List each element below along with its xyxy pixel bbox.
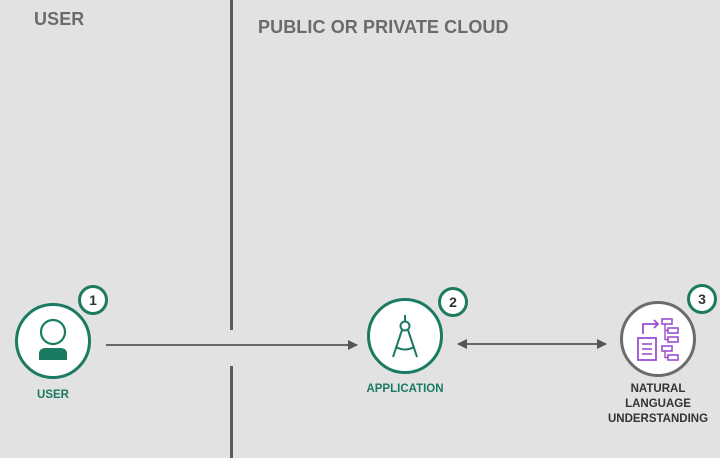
step-badge-1: 1 bbox=[78, 285, 108, 315]
zone-label-cloud: PUBLIC OR PRIVATE CLOUD bbox=[258, 17, 509, 37]
nlu-label-line-3: UNDERSTANDING bbox=[607, 413, 709, 425]
compass-icon bbox=[392, 315, 418, 358]
application-node-label: APPLICATION bbox=[366, 383, 444, 395]
nlu-node-label: NATURAL LANGUAGE UNDERSTANDING bbox=[598, 382, 718, 427]
document-flow-icon bbox=[637, 318, 679, 361]
zone-label-user: USER bbox=[34, 9, 85, 29]
zone-divider-bottom bbox=[230, 366, 233, 458]
nlu-node[interactable] bbox=[620, 301, 696, 377]
zone-divider-top bbox=[230, 0, 233, 330]
step-badge-2: 2 bbox=[438, 287, 468, 317]
user-icon bbox=[39, 318, 67, 360]
step-badge-3: 3 bbox=[687, 284, 717, 314]
user-node-label: USER bbox=[37, 389, 69, 401]
user-node[interactable] bbox=[15, 303, 91, 379]
nlu-label-line-2: LANGUAGE bbox=[625, 398, 691, 410]
application-node[interactable] bbox=[367, 298, 443, 374]
nlu-label-line-1: NATURAL bbox=[630, 383, 686, 395]
